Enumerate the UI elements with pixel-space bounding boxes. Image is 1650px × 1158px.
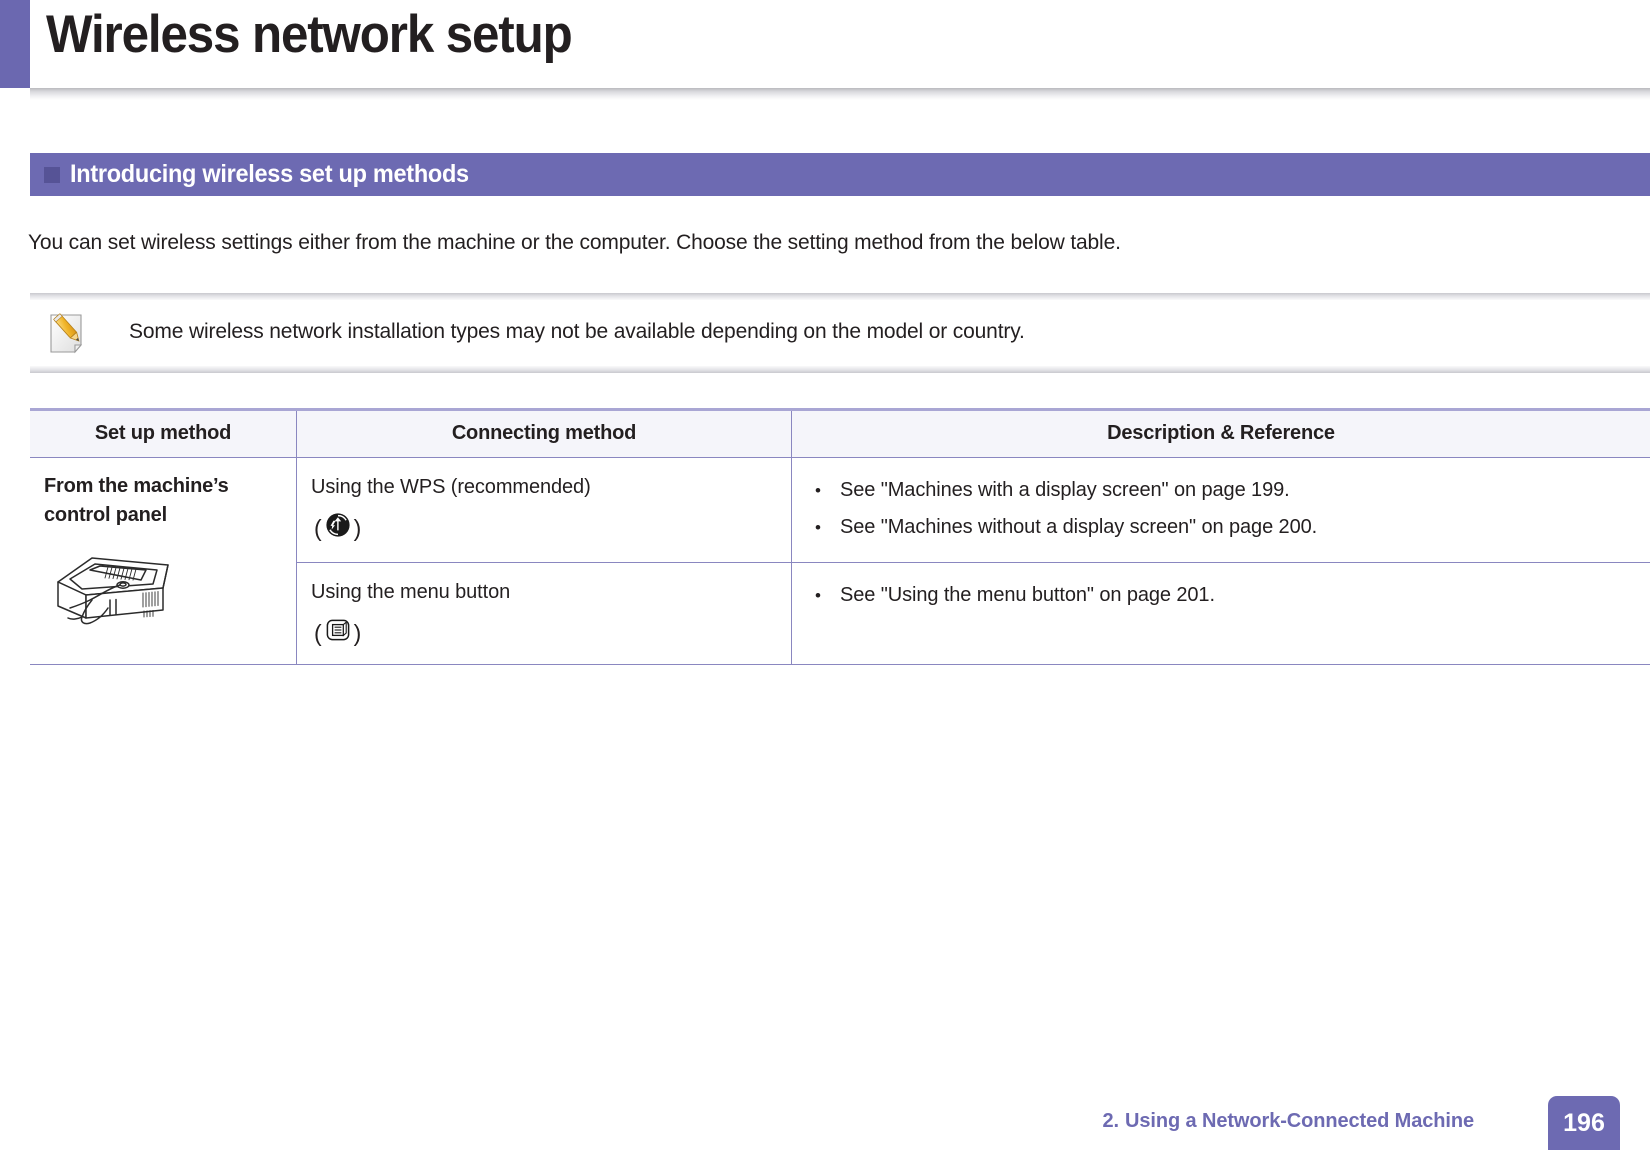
section-header-title: Introducing wireless set up methods — [70, 160, 469, 188]
wps-open-paren: ( — [314, 514, 322, 541]
table-header-connecting-method: Connecting method — [296, 408, 792, 458]
wps-button-icon — [325, 512, 351, 543]
setup-method-cell: From the machine’s control panel — [30, 457, 297, 665]
page-footer: 2.Using a Network-Connected Machine 196 — [0, 1096, 1650, 1158]
wps-close-paren: ) — [353, 514, 362, 541]
footer-page-number-badge: 196 — [1548, 1096, 1620, 1150]
page-title: Wireless network setup — [46, 5, 573, 64]
connecting-method-label-wps: Using the WPS (recommended) — [311, 476, 591, 498]
note-bottom-rule — [30, 366, 1650, 373]
connecting-method-cell-wps: Using the WPS (recommended) ( — [296, 457, 792, 563]
note-pencil-icon — [47, 312, 91, 356]
table-row: Using the menu button ( — [30, 562, 1650, 665]
description-cell-menu: See "Using the menu button" on page 201. — [791, 562, 1650, 665]
footer-chapter-number: 2. — [1102, 1110, 1120, 1132]
menu-open-paren: ( — [314, 619, 322, 646]
printer-with-hand-illustration — [48, 548, 284, 635]
title-accent-bar — [0, 0, 30, 88]
list-item: See "Machines with a display screen" on … — [806, 472, 1638, 509]
setup-method-label: From the machine’s control panel — [44, 475, 229, 526]
description-cell-wps: See "Machines with a display screen" on … — [791, 457, 1650, 563]
menu-icon-line: ( ) — [311, 617, 779, 648]
footer-chapter-title: Using a Network-Connected Machine — [1125, 1110, 1474, 1132]
reference-list-menu: See "Using the menu button" on page 201. — [806, 577, 1638, 614]
connecting-method-label-menu: Using the menu button — [311, 581, 511, 603]
section-header-bar: Introducing wireless set up methods — [30, 153, 1650, 196]
connecting-method-cell-menu: Using the menu button ( — [296, 562, 792, 665]
footer-chapter: 2.Using a Network-Connected Machine — [1102, 1110, 1475, 1133]
menu-button-icon — [325, 617, 351, 648]
wps-icon-line: ( ) — [311, 512, 779, 543]
table-row: From the machine’s control panel — [30, 457, 1650, 665]
page-header: Wireless network setup — [0, 0, 1650, 100]
table-header-setup-method: Set up method — [30, 408, 297, 458]
title-divider-rule — [30, 88, 1650, 100]
list-item: See "Machines without a display screen" … — [806, 509, 1638, 546]
section-marker-square — [44, 166, 60, 183]
note-text: Some wireless network installation types… — [129, 320, 1025, 343]
table-header-row: Set up method Connecting method Descript… — [30, 408, 1650, 458]
intro-paragraph: You can set wireless settings either fro… — [28, 231, 1121, 254]
list-item: See "Using the menu button" on page 201. — [806, 577, 1638, 614]
reference-list-wps: See "Machines with a display screen" on … — [806, 472, 1638, 546]
menu-close-paren: ) — [353, 619, 362, 646]
note-callout: Some wireless network installation types… — [30, 293, 1650, 373]
table-header-description-reference: Description & Reference — [791, 408, 1650, 458]
note-top-rule — [30, 293, 1650, 300]
setup-methods-table: Set up method Connecting method Descript… — [30, 408, 1650, 665]
